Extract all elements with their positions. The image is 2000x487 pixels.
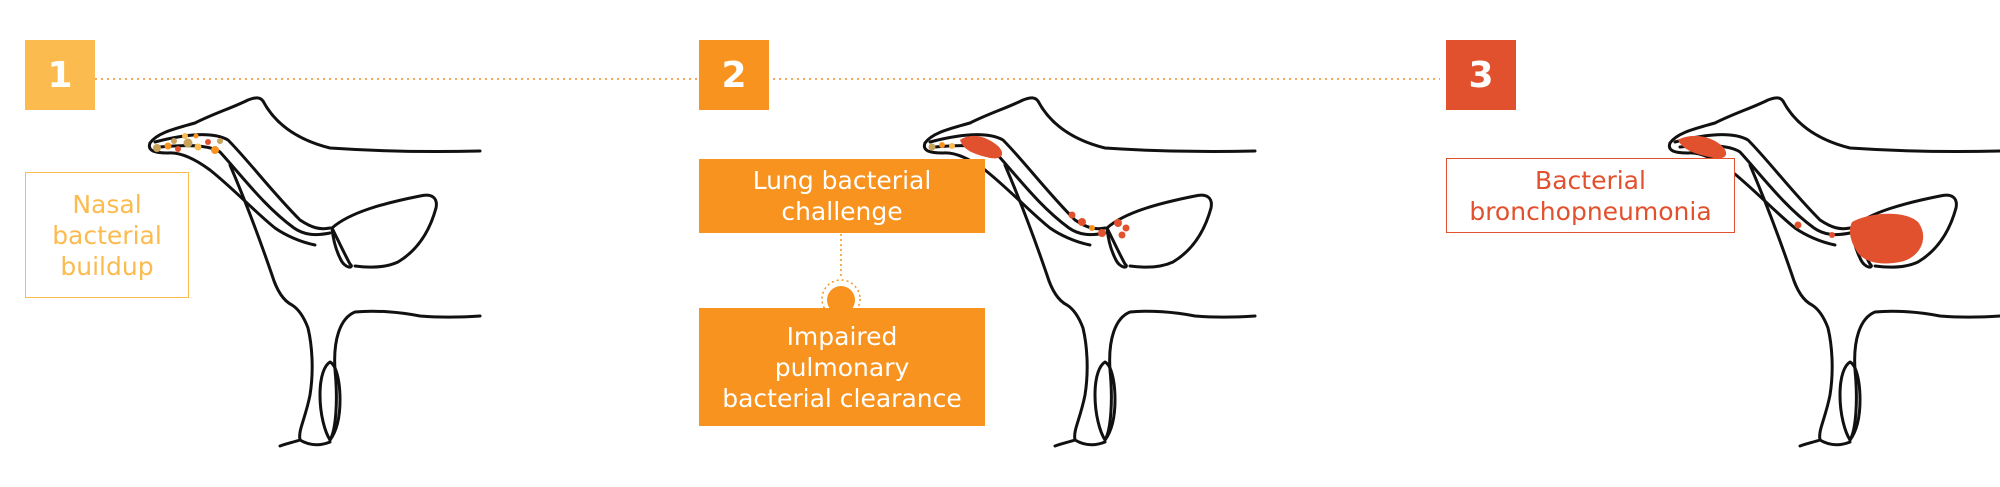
step-2-bottom-label: Impaired pulmonary bacterial clearance <box>722 321 962 413</box>
step-1-label: Nasal bacterial buildup <box>52 189 162 281</box>
step-3-label-box: Bacterial bronchopneumonia <box>1446 158 1735 233</box>
step-3-infection-marks <box>1678 135 1924 264</box>
step-2-number: 2 <box>721 54 747 96</box>
step-1-nasal-bacteria-dots <box>153 133 223 154</box>
step-3-badge: 3 <box>1446 40 1516 110</box>
step-3-number: 3 <box>1468 54 1494 96</box>
step-2-top-label: Lung bacterial challenge <box>752 166 932 226</box>
step-2-junction-dot <box>827 286 855 314</box>
step-1-number: 1 <box>47 54 73 96</box>
step-1-badge: 1 <box>25 40 95 110</box>
step-3-label: Bacterial bronchopneumonia <box>1469 165 1712 226</box>
step-2-bottom-box: Impaired pulmonary bacterial clearance <box>699 308 985 426</box>
step-1-label-box: Nasal bacterial buildup <box>25 172 189 298</box>
step-2-top-box: Lung bacterial challenge <box>699 159 985 233</box>
step-2-infection-marks <box>928 135 1130 239</box>
step-2-badge: 2 <box>699 40 769 110</box>
